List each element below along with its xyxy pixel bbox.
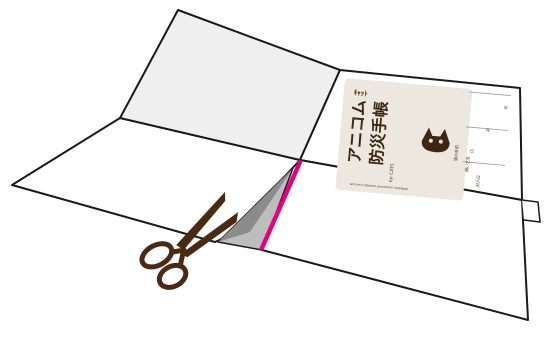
unit-day: 日 (470, 148, 474, 153)
unit-year: 年 (504, 104, 509, 110)
unit-month: 月 (486, 128, 490, 133)
series-label: ｷｬｯﾄ (353, 89, 368, 98)
field-date-label: 記入日 (474, 175, 481, 187)
cover-card: ｷｬｯﾄ アニコム 防災手帳 for CATS anicom's disaste… (335, 78, 472, 201)
right-edge-tab (522, 200, 540, 222)
